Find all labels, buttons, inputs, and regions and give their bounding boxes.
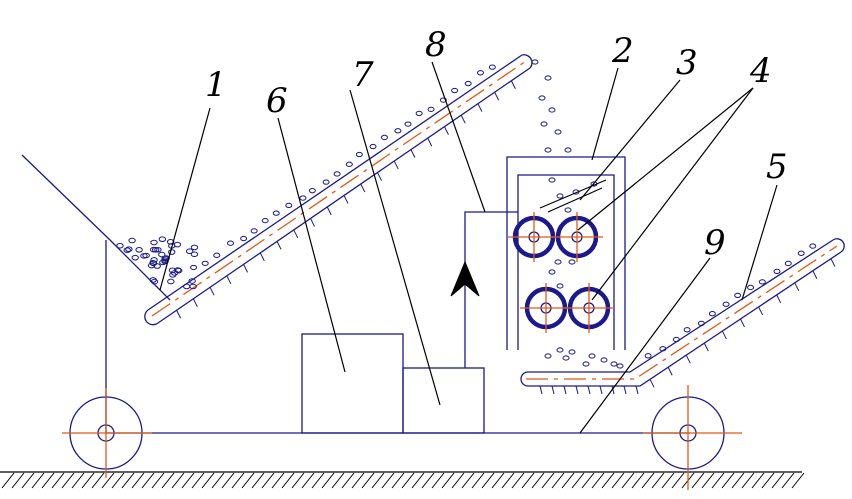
roller-lower-right: [563, 283, 615, 333]
deflector-lines: [539, 179, 607, 213]
label-6: 6: [266, 81, 288, 121]
label-7: 7: [352, 55, 374, 95]
label-9: 9: [704, 223, 726, 263]
roller-upper-right: [551, 212, 603, 262]
unit-6-box: [301, 333, 404, 434]
leader-lines: [159, 61, 778, 434]
falling-material: [531, 59, 624, 369]
discharge-conveyor-cleats: [539, 258, 836, 395]
label-3: 3: [676, 43, 698, 83]
unit-7-box: [402, 367, 485, 434]
label-5: 5: [766, 147, 788, 187]
label-4: 4: [749, 51, 772, 91]
crushing-chamber: [506, 156, 626, 350]
label-1: 1: [205, 65, 227, 105]
label-2: 2: [611, 31, 634, 71]
discharge-conveyor-material: [644, 243, 817, 359]
discharge-conveyor: [520, 238, 845, 395]
roller-pair-upper: [508, 212, 603, 262]
material-pile: [116, 236, 199, 290]
ground-hatching: [1, 472, 805, 489]
air-duct: [450, 211, 518, 368]
feed-conveyor: [144, 54, 533, 326]
label-8: 8: [425, 25, 447, 65]
roller-pair-lower: [520, 283, 615, 333]
arrow-up-icon: [450, 260, 480, 297]
feed-conveyor-material: [190, 64, 496, 271]
left-wheel: [62, 388, 152, 478]
feed-conveyor-cleats: [176, 80, 516, 319]
right-wheel: [643, 385, 742, 490]
ground: [0, 471, 805, 489]
part-labels: 1 2 3 4 5 6 7 8 9: [205, 25, 788, 263]
